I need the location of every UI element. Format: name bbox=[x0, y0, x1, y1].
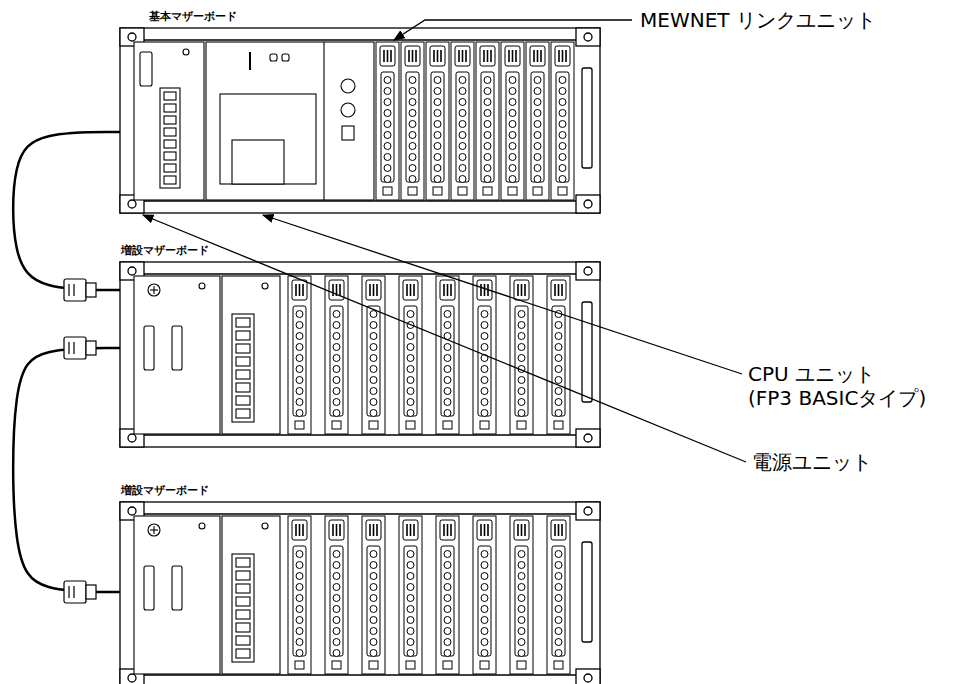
cable-plug bbox=[64, 337, 96, 359]
io-unit bbox=[325, 276, 348, 434]
io-unit bbox=[436, 516, 459, 674]
board-frame bbox=[120, 502, 600, 684]
cable-plug bbox=[64, 279, 96, 301]
expansion-motherboard bbox=[120, 262, 600, 447]
motherboard-node: 増設マザーボード bbox=[120, 244, 600, 440]
leader-line bbox=[143, 215, 746, 462]
mewnet-link-unit bbox=[376, 42, 399, 200]
cpu-unit bbox=[206, 42, 374, 200]
io-unit bbox=[476, 42, 499, 200]
board-heading: 増設マザーボード bbox=[120, 244, 210, 258]
io-unit bbox=[547, 276, 570, 434]
io-unit bbox=[551, 42, 574, 200]
expansion-motherboard bbox=[120, 502, 600, 684]
board-frame bbox=[120, 262, 600, 447]
line-spacer bbox=[892, 362, 954, 382]
io-unit bbox=[510, 516, 533, 674]
part-name: MEWNET リンクユニット bbox=[640, 8, 876, 32]
expansion-cable bbox=[13, 132, 120, 290]
io-unit bbox=[510, 276, 533, 434]
io-unit bbox=[325, 516, 348, 674]
expansion-power-unit bbox=[134, 276, 280, 434]
board-heading: 増設マザーボード bbox=[120, 484, 210, 498]
cable-plug bbox=[64, 581, 96, 603]
motherboard-node: 増設マザーボード bbox=[120, 484, 600, 684]
board-frame bbox=[120, 28, 600, 213]
leader-line bbox=[394, 20, 632, 40]
part-name: 電源ユニット bbox=[752, 450, 872, 474]
callout-label: CPU ユニット (FP3 BASICタイプ) bbox=[748, 362, 954, 410]
io-unit bbox=[547, 516, 570, 674]
io-unit bbox=[436, 276, 459, 434]
io-unit bbox=[288, 276, 311, 434]
io-unit bbox=[451, 42, 474, 200]
part-name: CPU ユニット (FP3 BASICタイプ) bbox=[748, 362, 926, 410]
io-unit bbox=[362, 276, 385, 434]
motherboard-node: 基本マザーボード bbox=[120, 10, 600, 215]
callout-label: MEWNET リンクユニット bbox=[640, 8, 876, 32]
expansion-power-unit bbox=[134, 516, 280, 674]
io-unit bbox=[426, 42, 449, 200]
board-heading: 基本マザーボード bbox=[148, 10, 238, 24]
io-unit bbox=[526, 42, 549, 200]
io-unit bbox=[399, 276, 422, 434]
io-unit bbox=[473, 516, 496, 674]
expansion-cable bbox=[13, 348, 120, 592]
io-unit bbox=[501, 42, 524, 200]
io-unit bbox=[399, 516, 422, 674]
leader-line bbox=[263, 215, 742, 374]
io-unit bbox=[362, 516, 385, 674]
io-unit bbox=[401, 42, 424, 200]
io-unit bbox=[288, 516, 311, 674]
base-motherboard bbox=[120, 28, 600, 213]
power-unit bbox=[134, 42, 204, 200]
callout-label: 電源ユニット bbox=[752, 450, 872, 474]
